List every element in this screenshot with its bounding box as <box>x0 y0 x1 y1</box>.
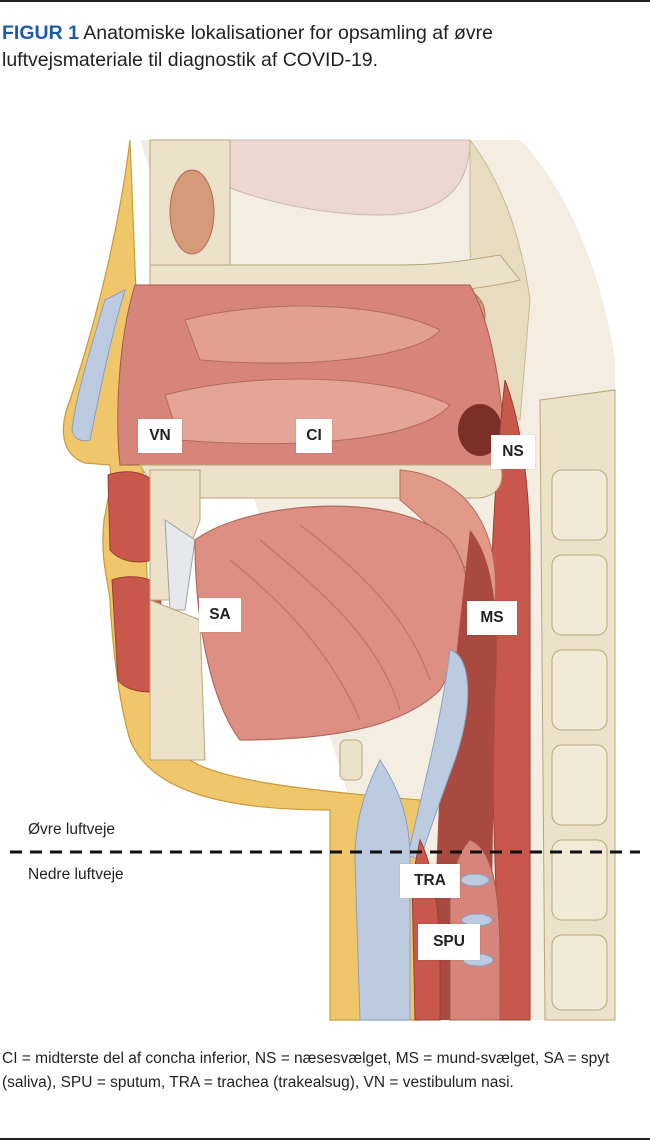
label-spu: SPU <box>418 924 480 960</box>
vertebra-5 <box>551 839 608 921</box>
hyoid-bone <box>339 739 363 781</box>
vertebra-2 <box>551 554 608 636</box>
label-ci: CI <box>296 419 332 453</box>
label-ns-text: NS <box>502 443 524 460</box>
brain <box>199 139 471 216</box>
label-ms-text: MS <box>480 609 504 626</box>
face-skin <box>62 139 421 1021</box>
upper-airway-label: Øvre luftveje <box>28 821 116 838</box>
upper-lip <box>107 471 153 563</box>
larynx <box>354 759 411 1021</box>
vertebra-1 <box>551 469 608 541</box>
figure-caption-text: Anatomiske lokalisationer for opsamling … <box>2 22 493 71</box>
middle-concha <box>184 305 441 364</box>
label-ms: MS <box>467 601 517 635</box>
tracheal-ring-1 <box>460 873 490 887</box>
figure-caption: FIGUR 1 Anatomiske lokalisationer for op… <box>2 20 632 74</box>
label-ns: NS <box>491 435 535 469</box>
label-tra-text: TRA <box>414 872 446 889</box>
frontal-sinus <box>169 169 215 255</box>
vertebra-6 <box>551 934 608 1011</box>
vertebra-4 <box>551 744 608 826</box>
label-vn: VN <box>138 419 182 453</box>
label-tra: TRA <box>400 864 460 898</box>
lower-jaw <box>149 599 206 761</box>
epiglottis <box>407 649 469 861</box>
nasal-cartilage <box>71 289 126 442</box>
label-vn-text: VN <box>149 427 171 444</box>
upper-incisor <box>164 519 196 611</box>
label-spu-text: SPU <box>433 933 465 950</box>
vertebra-3 <box>551 649 608 731</box>
top-rule <box>0 0 650 2</box>
tongue-muscle-fibers <box>229 524 431 721</box>
label-sa: SA <box>199 598 241 632</box>
figure-footnote: CI = midterste del af concha inferior, N… <box>2 1050 610 1091</box>
label-sa-text: SA <box>209 606 231 623</box>
bottom-rule <box>0 1138 650 1140</box>
label-ci-text: CI <box>306 427 322 444</box>
lower-airway-label: Nedre luftveje <box>28 866 124 883</box>
tongue <box>194 505 469 741</box>
inferior-concha <box>164 378 451 445</box>
figure-label: FIGUR 1 <box>2 22 79 44</box>
